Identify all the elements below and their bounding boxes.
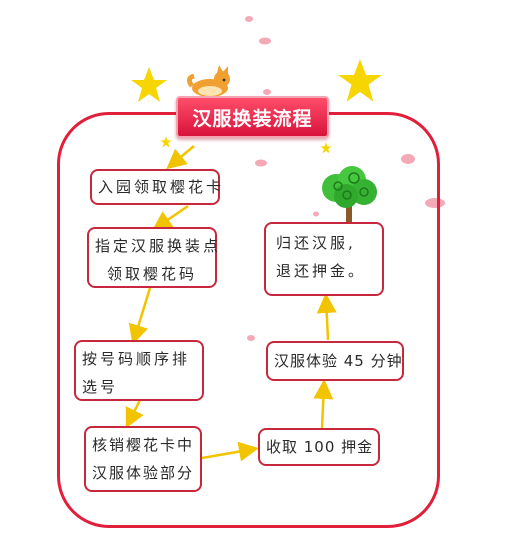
page-title: 汉服换装流程 [176,96,329,138]
arrow-step2-to-step3 [128,287,152,345]
step-3-line-2: 选号 [82,378,119,396]
step-7: 归还汉服, 退还押金。 [264,222,384,296]
step-2-line-2: 领取樱花码 [106,265,197,283]
step-4-line-1: 核销樱花卡中 [92,436,195,454]
step-2: 指定汉服换装点 领取樱花码 [87,227,222,288]
arrow-step3-to-step4 [125,399,144,429]
arrow-step1-to-step2 [151,204,189,231]
star-icon [131,67,167,102]
step-7-line-2: 退还押金。 [276,262,367,280]
step-1: 入园领取樱花卡 [90,169,225,205]
arrow-title-to-step1 [166,145,195,170]
step-7-line-1: 归还汉服, [276,234,356,252]
petal-icon [313,211,319,217]
petal-icon [247,335,255,341]
arrow-step6-to-step7 [316,293,337,341]
petal-icon [425,198,445,208]
step-5-line-1: 收取 100 押金 [266,438,374,456]
step-3-line-1: 按号码顺序排 [82,350,191,368]
petal-icon [245,16,253,22]
step-4: 核销樱花卡中 汉服体验部分 [84,426,202,492]
step-6-line-1: 汉服体验 45 分钟 [274,352,403,370]
step-6: 汉服体验 45 分钟 [266,341,404,381]
tree-icon [322,166,377,224]
petal-icon [255,159,267,167]
fox-icon [186,65,230,97]
star-icon [320,142,332,154]
petal-icon [263,89,271,95]
petal-icon [259,37,271,45]
step-1-line-1: 入园领取樱花卡 [98,178,225,196]
step-5: 收取 100 押金 [258,428,380,466]
arrow-step5-to-step6 [313,379,334,429]
star-icon [338,59,382,102]
arrow-step4-to-step5 [201,441,259,462]
step-2-line-1: 指定汉服换装点 [95,237,222,255]
step-3: 按号码顺序排 选号 [74,340,204,401]
star-icon [160,136,172,148]
step-4-line-2: 汉服体验部分 [92,464,195,482]
